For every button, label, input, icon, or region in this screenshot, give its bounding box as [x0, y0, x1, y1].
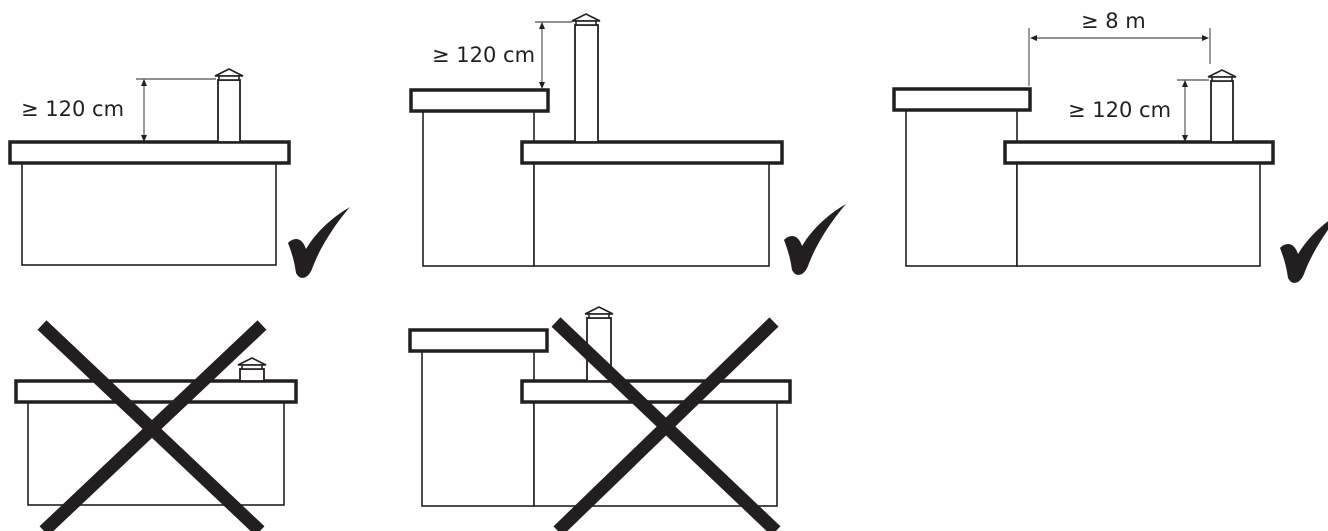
roof-slab	[8, 140, 291, 165]
vent-cap-icon	[214, 68, 244, 81]
panel-3: ≥ 8 m ≥ 120 cm	[892, 9, 1328, 283]
chimney	[1210, 80, 1234, 143]
tall-building-body	[422, 110, 535, 267]
tall-building-roof	[409, 88, 550, 113]
short-chimney	[239, 368, 265, 382]
vent-cap-icon	[571, 13, 601, 26]
height-label: ≥ 120 cm	[1068, 98, 1171, 122]
roof-slab	[14, 379, 298, 404]
panel-5	[408, 306, 792, 531]
checkmark-icon	[288, 207, 350, 278]
panel-2: ≥ 120 cm	[409, 13, 846, 275]
height-label: ≥ 120 cm	[432, 43, 535, 67]
house-body	[533, 162, 770, 267]
distance-dimension	[1028, 28, 1211, 86]
roof-slab	[520, 140, 784, 165]
checkmark-icon	[784, 204, 846, 275]
height-dimension	[535, 21, 572, 89]
checkmark-icon	[1280, 212, 1328, 283]
cross-icon	[551, 317, 781, 531]
vent-cap-icon	[584, 306, 614, 319]
panel-1: ≥ 120 cm	[8, 68, 350, 278]
tall-building-body	[905, 109, 1018, 267]
tall-building-roof	[408, 328, 549, 353]
distance-label: ≥ 8 m	[1081, 9, 1146, 33]
roof-slab	[1003, 140, 1275, 165]
chimney	[574, 24, 599, 143]
house-body	[21, 162, 277, 266]
house-body	[1016, 162, 1261, 267]
tall-building-body	[421, 350, 535, 507]
chimney	[217, 79, 241, 143]
cross-icon	[37, 320, 267, 531]
tall-building-roof	[892, 87, 1032, 112]
height-dimension	[1177, 79, 1209, 142]
vent-cap-icon	[1207, 69, 1237, 82]
height-dimension	[136, 78, 216, 142]
height-label: ≥ 120 cm	[21, 97, 124, 121]
roof-slab	[520, 379, 792, 404]
panel-4	[14, 320, 298, 531]
vent-cap-icon	[237, 357, 267, 370]
